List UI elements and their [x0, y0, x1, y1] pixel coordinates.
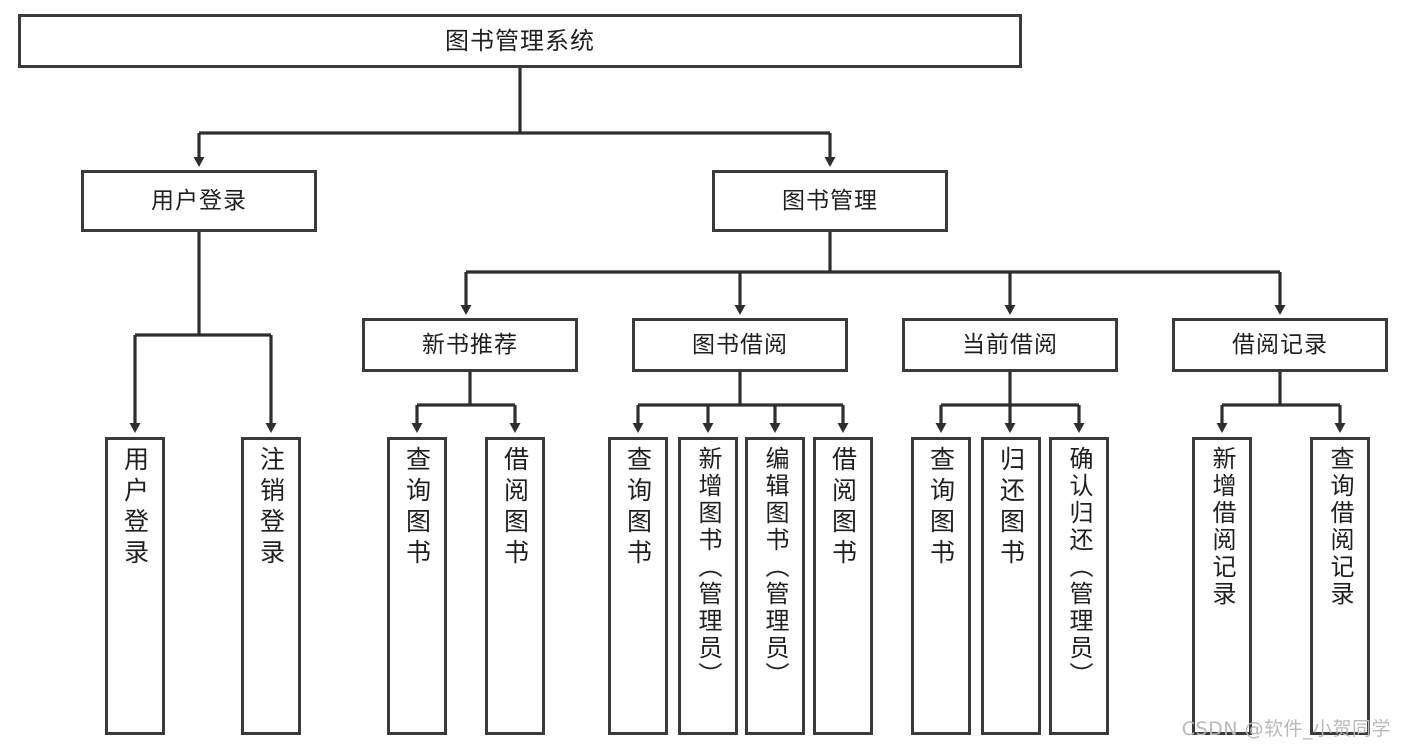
- node-book-borrow[interactable]: 图书借阅: [632, 318, 848, 372]
- leaf-add-borrow-record[interactable]: 新增借阅记录: [1192, 437, 1252, 735]
- leaf-user-login[interactable]: 用户登录: [105, 437, 165, 735]
- node-label: 当前借阅: [962, 331, 1058, 358]
- node-label: 用户登录: [120, 446, 150, 570]
- node-label: 图书借阅: [692, 331, 788, 358]
- node-borrow-record[interactable]: 借阅记录: [1172, 318, 1388, 372]
- node-label: 查询图书: [926, 446, 956, 570]
- node-label: 查询借阅记录: [1326, 446, 1354, 608]
- leaf-user-logout[interactable]: 注销登录: [241, 437, 301, 735]
- node-label: 新增图书（管理员）: [694, 446, 722, 689]
- node-user-login[interactable]: 用户登录: [81, 170, 317, 232]
- node-label: 注销登录: [256, 446, 286, 570]
- node-label: 新增借阅记录: [1208, 446, 1236, 608]
- node-label: 借阅图书: [500, 446, 530, 570]
- node-label: 借阅图书: [828, 446, 858, 570]
- node-label: 用户登录: [151, 187, 247, 214]
- node-label: 编辑图书（管理员）: [761, 446, 789, 689]
- node-label: 新书推荐: [422, 331, 518, 358]
- leaf-borrow-book-recommend[interactable]: 借阅图书: [485, 437, 545, 735]
- node-new-book-recommend[interactable]: 新书推荐: [362, 318, 578, 372]
- leaf-query-book-borrow[interactable]: 查询图书: [608, 437, 668, 735]
- node-root-system[interactable]: 图书管理系统: [18, 14, 1022, 68]
- leaf-add-book-admin[interactable]: 新增图书（管理员）: [678, 437, 738, 735]
- leaf-return-book[interactable]: 归还图书: [981, 437, 1041, 735]
- node-label: 图书管理: [782, 187, 878, 214]
- node-label: 查询图书: [623, 446, 653, 570]
- node-book-management[interactable]: 图书管理: [712, 170, 948, 232]
- node-label: 确认归还（管理员）: [1065, 446, 1093, 689]
- watermark-text: CSDN @软件_小贺同学: [1181, 718, 1391, 740]
- leaf-query-borrow-record[interactable]: 查询借阅记录: [1310, 437, 1370, 735]
- node-label: 查询图书: [402, 446, 432, 570]
- node-label: 图书管理系统: [445, 27, 595, 55]
- leaf-confirm-return-admin[interactable]: 确认归还（管理员）: [1049, 437, 1109, 735]
- leaf-query-book-current[interactable]: 查询图书: [911, 437, 971, 735]
- node-label: 归还图书: [996, 446, 1026, 570]
- leaf-borrow-book[interactable]: 借阅图书: [813, 437, 873, 735]
- node-current-borrow[interactable]: 当前借阅: [902, 318, 1118, 372]
- leaf-edit-book-admin[interactable]: 编辑图书（管理员）: [745, 437, 805, 735]
- leaf-query-book-recommend[interactable]: 查询图书: [387, 437, 447, 735]
- node-label: 借阅记录: [1232, 331, 1328, 358]
